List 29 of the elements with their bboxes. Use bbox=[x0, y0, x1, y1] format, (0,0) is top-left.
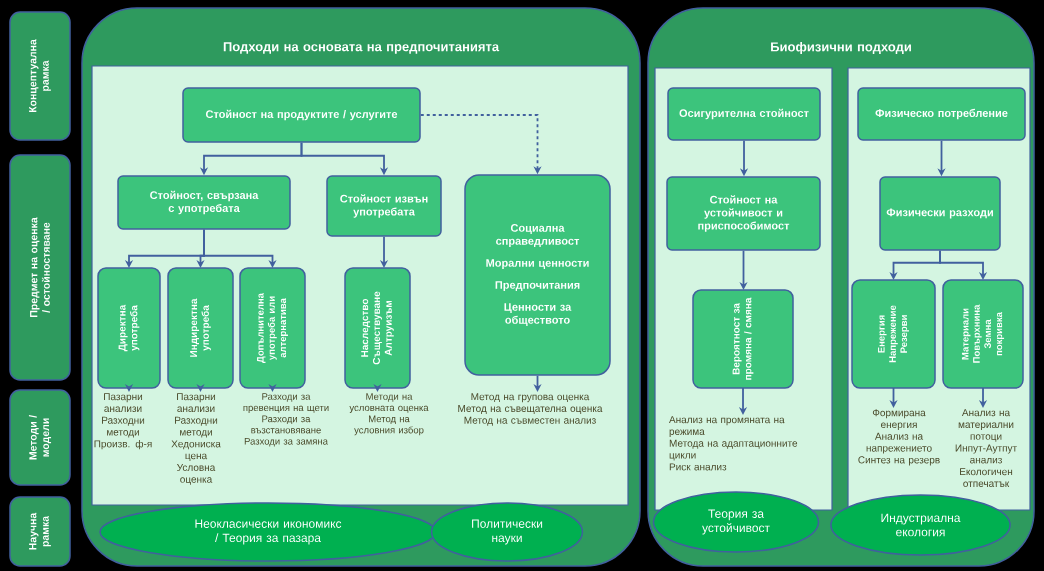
process-box: Осигурителна стойност bbox=[667, 87, 821, 141]
process-box: Стойност на продуктите / услугите bbox=[182, 87, 421, 143]
method-list: Пазарни анализи Разходни методи Произв. ф-я bbox=[94, 393, 152, 450]
vertical-box: Материали Повърхнина Земна покривка bbox=[942, 279, 1024, 389]
vertical-box: Наследство Съществуване Алтруизъм bbox=[344, 267, 411, 389]
arrow bbox=[203, 228, 277, 268]
method-list: Пазарни анализи Разходни методи Хедониска цена Условна оценка bbox=[171, 393, 221, 485]
method-list: Анализ на промяната на режима Метода на адаптационните цикли Риск анализ bbox=[669, 416, 798, 471]
arrow bbox=[939, 249, 988, 280]
vertical-box: Директна употреба bbox=[97, 267, 161, 389]
row-header-box: Методи / модели bbox=[9, 389, 71, 486]
method-list: Методи на условната оценка Метод на условния избор bbox=[349, 393, 429, 436]
process-box: Физически разходи bbox=[879, 176, 1001, 251]
process-box: Стойност на устойчивост и приспособимост bbox=[666, 176, 821, 251]
vertical-box: Енергия Напрежение Резерви bbox=[851, 279, 936, 389]
vertical-box: Вероятност за промяна / смяна bbox=[692, 289, 794, 389]
method-list: Метод на групова оценка Метод на съвещателна оценка Метод на съвместен анализ bbox=[458, 393, 603, 426]
process-box: Стойност извън употребата bbox=[326, 175, 442, 237]
row-header-box: Научна рамка bbox=[9, 496, 71, 567]
vertical-box: Индиректна употреба bbox=[167, 267, 234, 389]
process-box: Физическо потребление bbox=[857, 87, 1026, 141]
process-box: Стойност, свързана с употребата bbox=[117, 175, 291, 230]
method-list: Формирана енергия Анализ на напрежението Синтез на резерв bbox=[858, 409, 940, 466]
value-list-box: Социална справедливост Морални ценности Предпочитания Ценности за обществото bbox=[464, 174, 611, 376]
vertical-box: Допълнителна употреба или алтернатива bbox=[239, 267, 306, 389]
method-list: Анализ на материални потоци Инпут-Аутпут анализ Екологичен отпечатък bbox=[955, 409, 1017, 487]
method-list: Разходи за превенция на щети Разходи за възстановяване Разходи за замяна bbox=[243, 393, 329, 447]
row-header-box: Концептуална рамка bbox=[9, 11, 71, 141]
row-header-box: Предмет на оценка / остойностяване bbox=[9, 154, 71, 381]
